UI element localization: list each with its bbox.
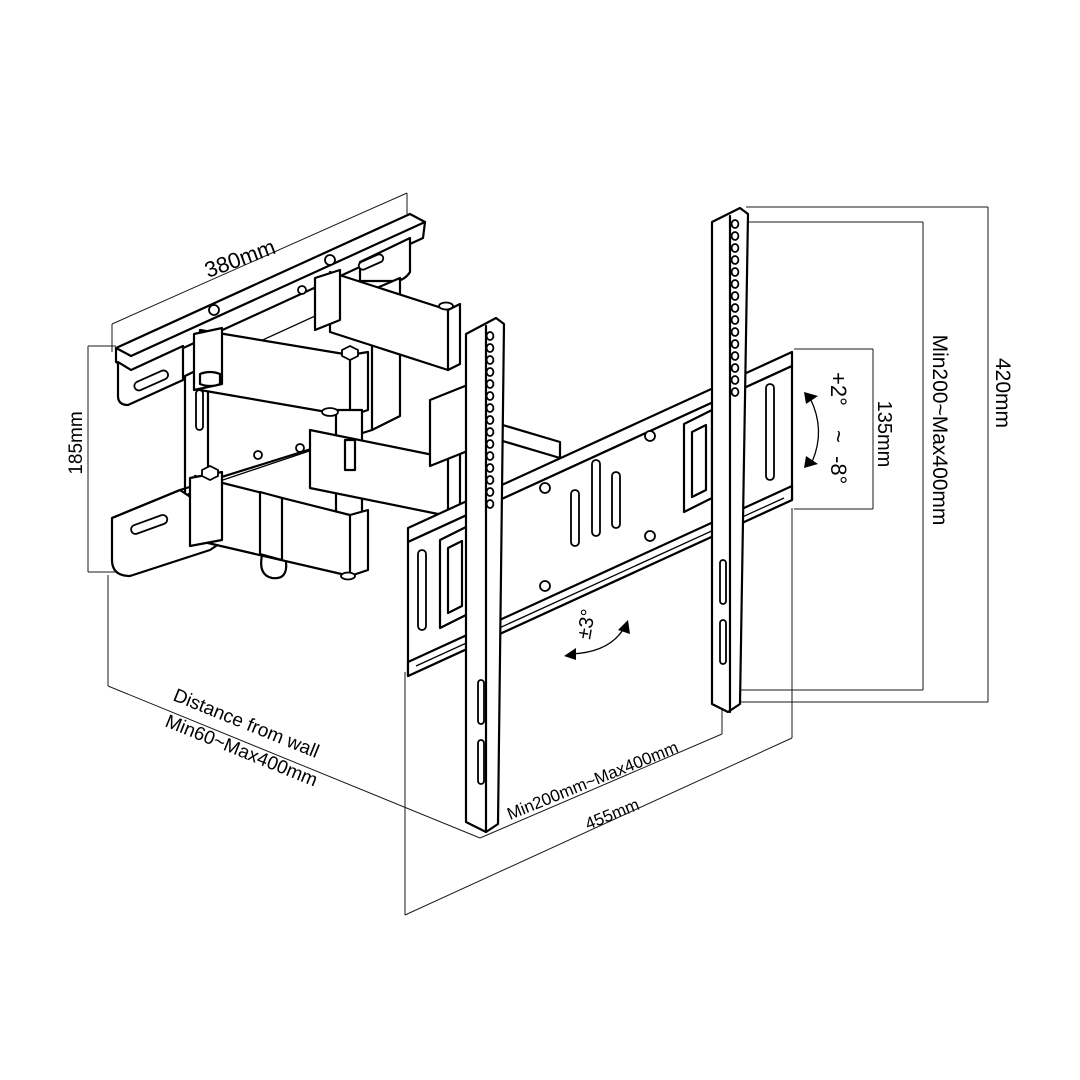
tilt-bracket [428,382,472,468]
hex-nut [201,464,219,482]
label-135mm: 135mm [873,401,895,468]
vesa-hole [730,303,740,313]
vesa-hole [485,355,495,365]
tv-plate-bottom-lip [406,484,794,678]
label-tilt-down: -8° [826,456,851,484]
vesa-bar-left-holes [485,331,495,509]
vesa-hole [485,427,495,437]
vesa-hole [485,403,495,413]
vesa-slot [719,619,727,665]
wall-plate-bottom-edge [110,428,374,520]
dimension-lines [87,192,989,916]
tv-plate-right-window-inner [690,423,708,499]
tilt-arrow-head-up [804,392,818,404]
hinge-cap [198,370,222,388]
wall-plate-top-edge [114,220,427,358]
cable-clip-loop [260,553,288,580]
label-420mm: 420mm [991,358,1014,428]
wall-slot [130,514,169,535]
wall-hole [253,450,263,460]
vesa-hole [485,415,495,425]
vesa-hole [485,379,495,389]
tilt-arrow-head-down [804,456,818,468]
dim-455-line [404,737,793,916]
vesa-hole [730,219,740,229]
vesa-hole [730,231,740,241]
dim-380-line [111,192,408,325]
tv-plate-hole [539,482,551,494]
bolt [340,571,356,581]
tilt-arrow-curve [809,397,820,463]
tv-plate-left-window-inner [446,539,464,615]
vesa-hole [485,439,495,449]
wall-hole [297,285,307,295]
bolt [321,407,339,417]
tv-plate-slot [417,549,427,631]
vesa-hole [485,331,495,341]
tv-plate-slot [765,383,775,481]
vesa-hole [730,291,740,301]
swivel-arrow [564,620,630,660]
tv-plate-hole [644,430,656,442]
arm-upper-front [198,328,370,418]
dim-distance-line [107,685,481,839]
arm-joint [343,438,357,472]
vesa-hole [730,363,740,373]
bolt [438,301,454,311]
vesa-hole [730,243,740,253]
vesa-hole [485,343,495,353]
cable-clip [258,490,284,562]
wall-hole [324,254,336,266]
dim-vesa-h-line [479,733,723,839]
vesa-hole [485,487,495,497]
label-455mm: 455mm [582,795,642,834]
vesa-hole [730,327,740,337]
swivel-arrow-head-right [618,620,630,634]
vesa-hole [485,475,495,485]
vesa-bars [464,206,750,834]
vesa-slot [719,559,727,605]
vesa-hole [485,367,495,377]
vesa-hole [730,351,740,361]
label-vesa-vertical: Min200~Max400mm [928,335,951,526]
tilt-arrow [804,392,820,468]
label-380mm: 380mm [201,234,278,283]
tv-plate-hole [539,580,551,592]
vesa-hole [730,279,740,289]
vesa-slot [477,739,485,785]
label-tilt-up: +2° [826,372,851,406]
tv-plate-slot [591,459,601,537]
tv-plate-slot [570,489,580,547]
vesa-hole [485,463,495,473]
vesa-hole [730,339,740,349]
tv-plate-slot [611,471,621,529]
wall-slot-vertical [195,389,204,431]
wall-hole [208,304,220,316]
label-swivel: ±3° [573,607,600,640]
vesa-hole [730,267,740,277]
vesa-hole [730,375,740,385]
vesa-hole [485,451,495,461]
wall-slot [357,253,385,271]
vesa-hole [485,499,495,509]
vesa-slot [477,679,485,725]
arm-hinge-upper-rear [313,268,342,332]
vesa-bar-right-holes [730,219,740,397]
vesa-hole [730,387,740,397]
wall-slot [133,369,169,392]
label-vesa-horizontal: Min200mm~Max400mm [504,738,681,824]
label-tilt-sep: ~ [826,430,851,443]
swivel-arrow-head-left [564,648,576,660]
arm-hinge-lower-front [188,470,224,548]
hex-nut [341,344,359,362]
vesa-hole [730,255,740,265]
tv-plate-hole [644,530,656,542]
vesa-hole [730,315,740,325]
vesa-hole [485,391,495,401]
tv-plate [406,350,794,678]
label-185mm: 185mm [66,411,87,474]
swivel-arrow-curve [571,627,625,655]
